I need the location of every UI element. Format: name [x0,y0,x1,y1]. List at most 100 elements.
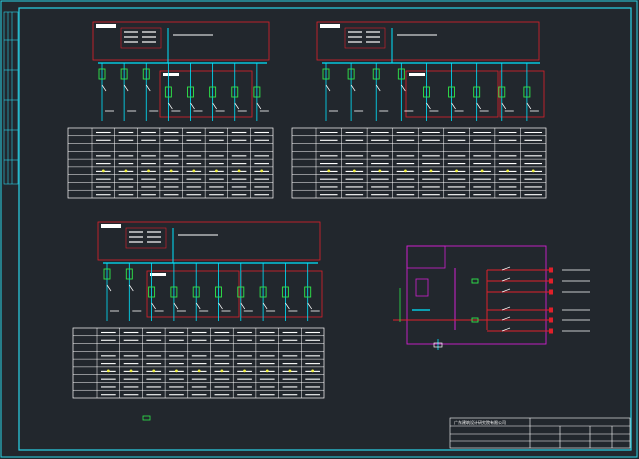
switch-contact [401,84,406,92]
table-border [291,127,547,199]
switch-contact [526,102,532,110]
sub-label-tag [409,73,425,76]
circuit-breaker [231,86,239,98]
table-marker [260,169,264,173]
detail-outer-box [406,245,547,345]
switch-contact [256,102,262,110]
detail-switch [501,306,511,311]
circuit-breaker [347,68,355,80]
circuit-breaker [498,86,506,98]
switch-contact [234,102,240,110]
detail-switch [501,316,511,321]
switch-contact [375,84,381,92]
circuit-breaker [192,286,200,298]
table-marker [265,369,269,373]
panel-enclosure [316,21,540,61]
sub-distribution-box [146,270,240,318]
circuit-breaker [215,286,222,298]
switch-contact [501,102,507,110]
switch-contact [350,84,356,92]
circuit-breaker [98,68,106,80]
switch-contact [106,284,112,292]
circuit-breaker [120,68,128,80]
circuit-breaker [253,86,261,98]
detail-terminal [549,289,553,295]
switch-contact [129,284,134,292]
table-marker [480,169,484,173]
table-marker [429,169,433,173]
detail-terminal [549,278,553,284]
detail-switch [501,288,511,293]
detail-corner-box [406,245,446,269]
sub-label-tag [150,273,166,276]
table-marker [175,369,178,373]
switch-contact [145,84,151,92]
switch-contact [262,302,268,310]
sub-distribution-box [159,70,253,118]
circuit-breaker [448,86,456,98]
table-marker [237,169,241,173]
circuit-breaker [209,86,217,98]
detail-terminal [549,267,553,273]
switch-contact [451,102,456,110]
incoming-spec-box [125,227,167,249]
panel-label-tag [320,24,340,28]
inner-frame [18,7,632,451]
table-marker [215,169,218,173]
distribution-panel-2 [291,21,547,199]
binding-strip [3,11,19,185]
circuit-breaker [103,268,111,280]
table-marker [152,369,156,373]
table-marker [327,169,331,173]
table-marker [147,169,150,173]
switch-contact [190,102,195,110]
switch-contact [168,102,173,110]
switch-contact [151,302,156,310]
circuit-breaker [187,86,194,98]
panel-enclosure [92,21,270,61]
sub-distribution-box [405,70,499,118]
circuit-breaker [148,286,156,298]
circuit-breaker [125,268,133,280]
table-marker [197,369,201,373]
switch-contact [285,302,290,310]
table-marker [243,369,246,373]
table-marker [378,169,382,173]
table-border [67,127,274,199]
table-marker [124,169,128,173]
circuit-breaker [304,286,312,298]
switch-contact [173,302,179,310]
table-marker [311,369,315,373]
load-schedule-table [291,127,547,199]
detail-terminal [549,328,553,334]
detail-ground-tag [433,342,443,348]
sub-label-tag [163,73,179,76]
load-schedule-table [67,127,274,199]
switch-contact [218,302,223,310]
small-marker [142,415,151,421]
circuit-breaker [142,68,150,80]
incoming-spec-box [120,27,162,49]
table-marker [129,369,133,373]
switch-contact [212,102,217,110]
circuit-breaker [473,86,481,98]
panel-enclosure [97,221,321,261]
distribution-panel-1 [67,21,274,199]
table-marker [404,169,407,173]
detail-switch [501,266,511,271]
panel-label-tag [96,24,116,28]
circuit-breaker [422,86,430,98]
incoming-spec-box [344,27,386,49]
detail-terminal [549,317,553,323]
detail-inner-box [415,278,429,297]
detail-terminal [549,307,553,313]
circuit-breaker [372,68,380,80]
distribution-panel-3 [72,221,325,399]
table-marker [169,169,173,173]
panel-label-tag [101,224,121,228]
circuit-breaker [397,68,405,80]
switch-contact [426,102,431,110]
